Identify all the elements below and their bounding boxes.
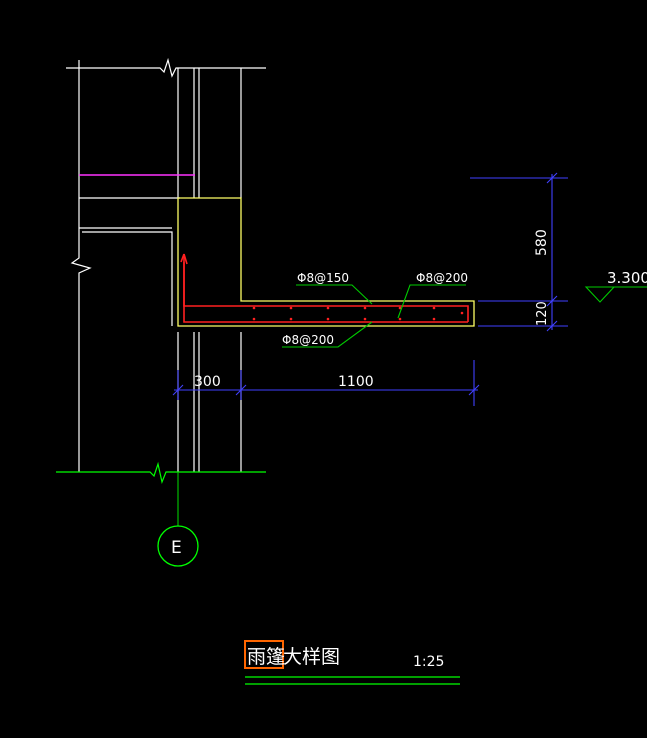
floor-beam-return <box>82 231 173 326</box>
dist-bar-dot <box>363 306 367 310</box>
dim-tick <box>546 295 558 307</box>
dist-bar-dot <box>398 317 402 321</box>
dim-tick <box>546 172 558 184</box>
wall-linework <box>56 57 266 485</box>
axis-bubble-icon <box>157 525 199 567</box>
dim-text-1100: 1100 <box>338 374 374 390</box>
dimension-lines <box>172 172 568 406</box>
dist-bar-dot <box>252 306 256 310</box>
leader-top-a <box>296 284 373 305</box>
elevation-triangle-icon <box>584 286 616 303</box>
title-block: 雨篷 大样图 1:25 <box>244 640 460 685</box>
rebar-label-top-a: Φ8@150 <box>297 271 349 285</box>
bottom-break-line <box>56 461 266 485</box>
leader-top-b <box>397 284 466 319</box>
top-break-line <box>66 57 266 78</box>
rebar-hook <box>180 253 188 265</box>
title-scale: 1:25 <box>413 654 444 670</box>
bottom-rebar <box>183 262 468 323</box>
title-text: 大样图 <box>283 646 340 668</box>
dim-tick <box>172 384 184 396</box>
left-wall-line <box>70 60 92 472</box>
labels: Φ8@150 Φ8@200 Φ8@200 580 120 300 1100 3.… <box>171 229 647 558</box>
dist-bar-dot <box>289 306 293 310</box>
dim-tick <box>235 384 247 396</box>
leader-lines <box>177 284 466 526</box>
dist-bar-dot <box>432 306 436 310</box>
dist-bar-dot <box>432 317 436 321</box>
title-highlight-box <box>244 640 284 669</box>
dim-tick <box>468 384 480 396</box>
dist-bar-dot <box>363 317 367 321</box>
dim-text-300: 300 <box>194 374 221 390</box>
dim-tick <box>546 320 558 332</box>
rebar-label-top-b: Φ8@200 <box>416 271 468 285</box>
elevation-value: 3.300 <box>607 269 647 287</box>
top-rebar <box>183 254 469 322</box>
dist-bar-dot <box>289 317 293 321</box>
dist-bar-dot <box>326 317 330 321</box>
elevation-marker <box>584 286 647 303</box>
distribution-bars <box>252 306 464 321</box>
dim-text-120: 120 <box>535 301 550 326</box>
canopy-slab-outline <box>177 197 475 327</box>
dist-bar-dot <box>460 311 464 315</box>
dist-bar-dot <box>252 317 256 321</box>
rebar-group <box>180 253 469 323</box>
title-highlighted: 雨篷 <box>247 646 285 668</box>
leader-bottom <box>282 321 373 348</box>
dist-bar-dot <box>398 306 402 310</box>
rebar-label-bottom: Φ8@200 <box>282 333 334 347</box>
dist-bar-dot <box>326 306 330 310</box>
axis-label: E <box>171 538 182 558</box>
dim-text-580: 580 <box>534 229 550 256</box>
